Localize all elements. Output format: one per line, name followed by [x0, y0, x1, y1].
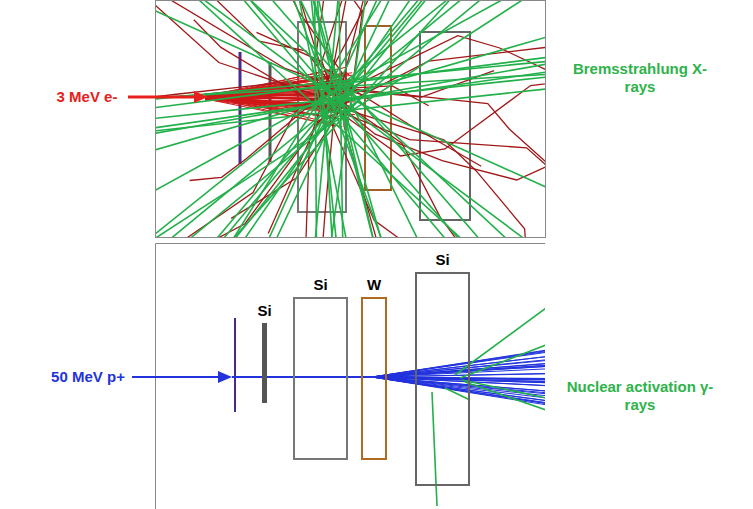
proton-track	[372, 360, 545, 377]
photon-track	[156, 35, 545, 130]
layer-label: Si	[413, 251, 473, 268]
photon-track	[156, 13, 545, 187]
proton-track	[372, 377, 545, 401]
gamma-track	[432, 392, 437, 506]
photon-track	[156, 1, 545, 237]
si-layer: Si	[415, 272, 470, 486]
beam-label: 3 MeV e-	[57, 88, 118, 106]
proton-track	[372, 377, 545, 403]
proton-beam	[132, 376, 220, 378]
tungsten-layer: W	[361, 297, 387, 460]
photon-track	[208, 1, 478, 237]
photon-track	[156, 1, 545, 237]
proton-track	[372, 357, 545, 377]
electron-track	[350, 71, 494, 98]
electron-beam	[128, 96, 196, 99]
photon-track	[156, 1, 545, 237]
proton-track	[372, 377, 545, 386]
photon-track	[156, 1, 545, 237]
photon-track	[156, 1, 545, 237]
proton-track	[372, 361, 545, 377]
gamma-track	[465, 382, 545, 410]
beam-label: 50 MeV p+	[51, 368, 125, 386]
proton-beam	[232, 376, 372, 378]
proton-track	[372, 377, 545, 379]
layer-label: W	[344, 276, 404, 293]
layer-label: Si	[235, 302, 295, 319]
photon-track	[156, 1, 545, 237]
foil	[234, 318, 236, 412]
si-layer: Si	[293, 297, 348, 460]
si-layer: Si	[262, 323, 267, 403]
photon-track	[156, 1, 545, 237]
gamma-track	[460, 345, 545, 378]
proton-track	[372, 377, 545, 403]
photon-track	[156, 1, 545, 237]
photon-track	[156, 1, 545, 237]
layer-label: Si	[291, 276, 351, 293]
proton-track	[372, 365, 545, 377]
proton-track	[372, 377, 545, 400]
proton-track	[372, 377, 545, 391]
radiation-label: Bremsstrahlung X-rays	[565, 60, 715, 96]
photon-track	[156, 1, 545, 237]
photon-track	[156, 1, 545, 237]
gamma-track	[445, 388, 470, 400]
proton-track	[372, 364, 545, 377]
proton-track	[372, 357, 545, 377]
radiation-label: Nuclear activation γ-rays	[555, 378, 725, 414]
proton-track	[372, 365, 545, 377]
photon-track	[156, 1, 545, 237]
photon-track	[156, 1, 500, 237]
proton-track	[372, 377, 545, 394]
proton-track	[372, 377, 545, 403]
proton-track	[372, 377, 545, 393]
photon-track	[280, 1, 421, 237]
arrowhead	[218, 371, 232, 383]
proton-track	[372, 377, 545, 385]
arrowhead	[194, 91, 208, 103]
proton-track	[372, 363, 545, 377]
photon-track	[156, 1, 545, 237]
